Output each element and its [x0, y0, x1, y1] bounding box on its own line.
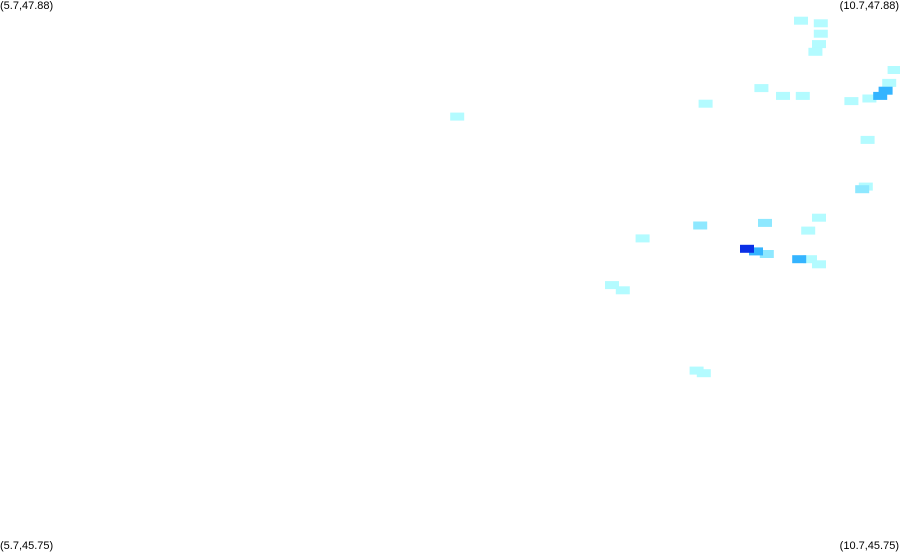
radar-cell — [803, 255, 817, 264]
radar-cell — [878, 86, 893, 95]
corner-coordinate-bottom-left: (5.7,45.75) — [0, 540, 54, 552]
radar-cell — [873, 91, 888, 100]
radar-cell — [689, 366, 704, 375]
radar-cell — [808, 47, 823, 56]
radar-cell — [862, 94, 877, 103]
radar-cell — [693, 221, 708, 230]
radar-cell — [812, 213, 826, 222]
radar-cell — [855, 185, 870, 194]
radar-cell — [860, 135, 875, 144]
radar-cell — [696, 369, 711, 378]
radar-cell — [887, 66, 900, 74]
radar-cell — [754, 84, 769, 93]
radar-cell — [794, 16, 808, 25]
radar-cell — [635, 234, 650, 243]
radar-cell — [740, 244, 754, 253]
radar-cell — [813, 29, 828, 38]
corner-coordinate-top-left: (5.7,47.88) — [0, 0, 54, 12]
radar-cell — [749, 247, 763, 256]
radar-cell — [698, 99, 713, 108]
radar-cell — [605, 281, 619, 290]
radar-cell — [882, 78, 897, 87]
radar-cell — [758, 218, 772, 227]
radar-cell — [795, 91, 810, 100]
radar-cell — [812, 260, 826, 269]
radar-cell — [812, 40, 826, 49]
corner-coordinate-top-right: (10.7,47.88) — [839, 0, 899, 12]
radar-cell — [759, 250, 774, 258]
radar-cell — [844, 97, 859, 106]
radar-cell — [615, 286, 630, 295]
corner-coordinate-bottom-right: (10.7,45.75) — [839, 540, 899, 552]
radar-cell — [776, 91, 790, 100]
radar-cell — [792, 255, 807, 264]
radar-cell — [813, 19, 828, 28]
radar-cell — [801, 226, 816, 235]
radar-cell — [450, 112, 465, 121]
